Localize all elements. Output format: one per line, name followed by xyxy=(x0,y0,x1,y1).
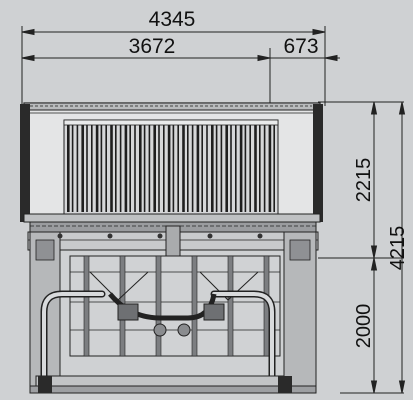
rack-bar xyxy=(172,124,175,212)
rack-bar xyxy=(239,124,243,212)
beam-bolt xyxy=(57,233,63,239)
rack-bar xyxy=(158,124,160,212)
rack-bar xyxy=(187,124,189,212)
beam-bolt xyxy=(207,233,213,239)
rack-bar xyxy=(196,124,200,212)
lower-frame xyxy=(27,221,319,394)
rack-bar xyxy=(100,124,103,212)
rack-bar xyxy=(201,124,203,212)
beam-bolt xyxy=(257,233,263,239)
rack-bar xyxy=(182,124,185,212)
frame-post xyxy=(155,255,162,357)
dim-total-height: 4215 xyxy=(387,226,409,271)
rack-bar xyxy=(115,124,117,212)
rack-bar xyxy=(105,124,107,212)
frame-post xyxy=(227,255,234,357)
rack-bar xyxy=(244,124,247,212)
rack-bar xyxy=(95,124,99,212)
rack-bar xyxy=(129,124,131,212)
rack-bar xyxy=(163,124,165,212)
rack-bar xyxy=(148,124,151,212)
dim-right-width: 673 xyxy=(283,35,318,58)
rack-bar xyxy=(110,124,113,212)
beam-bolt xyxy=(157,233,163,239)
dim-upper-height: 2215 xyxy=(353,158,375,203)
rack-bar xyxy=(139,124,142,212)
upper-canopy xyxy=(20,102,323,223)
rack-bar xyxy=(263,124,266,212)
frame-post xyxy=(83,255,90,357)
rack-bar xyxy=(143,124,146,212)
rack-bar xyxy=(167,124,171,212)
frame-post xyxy=(191,255,198,357)
rack-bar xyxy=(177,124,179,212)
dim-lower-height: 2000 xyxy=(353,304,375,349)
rack-bar xyxy=(153,124,156,212)
rack-bar xyxy=(91,124,93,212)
rack-bar xyxy=(134,124,136,212)
rack-bar xyxy=(211,124,214,212)
rack-bar xyxy=(124,124,128,212)
rack-bar xyxy=(259,124,261,212)
beam-bolt xyxy=(107,233,113,239)
rack-bar xyxy=(230,124,232,212)
dim-overall-width: 4345 xyxy=(149,8,196,31)
rack-bar xyxy=(235,124,237,212)
rack-bar xyxy=(249,124,251,212)
rack-bar xyxy=(220,124,223,212)
rack-bar xyxy=(206,124,208,212)
rack-bar xyxy=(67,124,70,212)
rack-bar xyxy=(76,124,79,212)
rack-bars xyxy=(63,119,279,212)
rack-top-rail xyxy=(63,119,279,126)
rack-bar xyxy=(191,124,194,212)
rack-bar xyxy=(119,124,122,212)
rack-bar xyxy=(225,124,228,212)
rack-bar xyxy=(254,124,257,212)
dimension-lines xyxy=(21,26,406,394)
rack-bar xyxy=(268,124,272,212)
rack-bar xyxy=(86,124,88,212)
rack-bar xyxy=(81,124,84,212)
dim-left-width: 3672 xyxy=(129,35,176,58)
rack-bar xyxy=(71,124,74,212)
rack-bar xyxy=(273,124,275,212)
rack-bar xyxy=(215,124,218,212)
dimension-labels: 4345 3672 673 2215 2000 4215 xyxy=(129,8,409,348)
